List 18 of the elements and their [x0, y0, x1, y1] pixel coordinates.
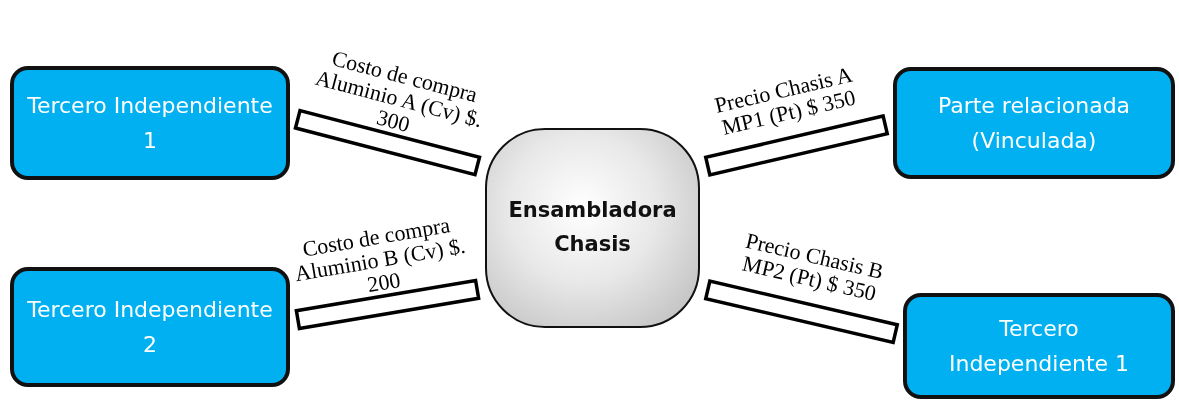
- edge-label: Costo de compra Aluminio B (Cv) $. 200: [291, 210, 468, 300]
- edge-label: Costo de compra Aluminio A (Cv) $. 300: [312, 44, 487, 139]
- process-box: [485, 128, 700, 328]
- node-label: Ensambladora Chasis: [507, 197, 678, 258]
- node-label: Tercero Independiente 1: [26, 91, 274, 155]
- edge-label: Precio Chasis A MP1 (Pt) $ 350: [711, 60, 859, 142]
- party-box: [10, 267, 290, 387]
- bar-connector: [703, 278, 900, 345]
- node-label: Parte relacionada (Vinculada): [936, 91, 1132, 155]
- party-box: [893, 67, 1175, 179]
- party-box: [10, 66, 290, 180]
- bar-connector: [703, 113, 890, 178]
- party-box: [903, 293, 1175, 399]
- node-label: Tercero Independiente 2: [26, 295, 274, 359]
- node-label: Tercero Independiente 1: [947, 314, 1131, 378]
- edge-label: Precio Chasis B MP2 (Pt) $ 350: [739, 226, 887, 308]
- bar-connector: [293, 108, 482, 177]
- bar-connector: [294, 278, 481, 331]
